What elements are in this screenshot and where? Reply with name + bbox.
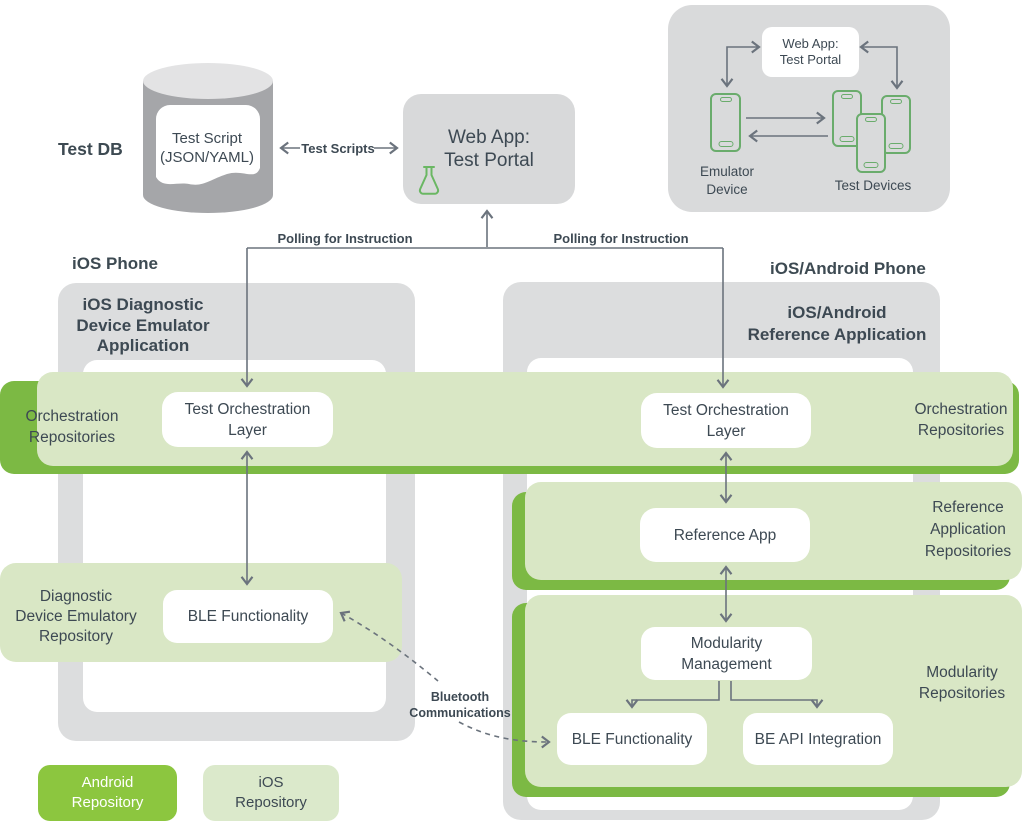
emulator-device-label: Emulator Device	[699, 164, 755, 197]
emulator-phone-icon	[710, 93, 741, 152]
node-test-orchestration-layer-right: Test Orchestration Layer	[641, 393, 811, 448]
node-modularity-management: Modularity Management	[641, 627, 812, 680]
phone-home-icon	[888, 143, 904, 149]
orchestration-left-label: Orchestration Repositories	[25, 408, 119, 446]
test-script-blob	[156, 105, 260, 185]
modularity-band-label: Modularity Repositories	[918, 664, 1006, 702]
legend-ios-repository: iOS Repository	[203, 765, 339, 821]
node-ble-functionality-left: BLE Functionality	[163, 590, 333, 643]
database-cylinder-icon	[143, 63, 273, 213]
node-test-orchestration-layer-left: Test Orchestration Layer	[162, 392, 333, 447]
reference-phone-title: iOS/Android Reference Application	[747, 303, 927, 344]
phone-notch-icon	[865, 117, 877, 122]
flask-icon	[418, 166, 440, 195]
phone-home-icon	[863, 162, 879, 168]
reference-band-label: Reference Application Repositories	[924, 499, 1012, 560]
phone-notch-icon	[841, 94, 853, 99]
phone-notch-icon	[890, 99, 902, 104]
cylinder-text: Test Script (JSON/YAML)	[160, 130, 254, 166]
web-app-test-portal-box: Web App: Test Portal	[403, 94, 575, 204]
phone-home-icon	[718, 141, 733, 147]
phone-home-icon	[839, 136, 855, 142]
polling-left-label: Polling for Instruction	[277, 231, 413, 246]
ios-phone-title: iOS Diagnostic Device Emulator Applicati…	[76, 295, 210, 355]
test-devices-label: Test Devices	[834, 178, 912, 193]
node-ble-functionality-right: BLE Functionality	[557, 713, 707, 765]
panel-web-app-box: Web App: Test Portal	[762, 27, 859, 77]
phone-notch-icon	[719, 97, 732, 102]
bluetooth-communications-label: Bluetooth Communications	[409, 690, 511, 720]
legend-android-repository: Android Repository	[38, 765, 177, 821]
node-reference-app: Reference App	[640, 508, 810, 562]
test-device-phone-icon-3	[856, 113, 886, 173]
node-be-api-integration: BE API Integration	[743, 713, 893, 765]
test-db-label: Test DB	[58, 139, 123, 159]
orchestration-right-label: Orchestration Repositories	[914, 401, 1008, 439]
diagnostic-band-label: Diagnostic Device Emulatory Repository	[15, 588, 137, 645]
ios-phone-section-label: iOS Phone	[72, 254, 158, 273]
test-scripts-arrow-label: Test Scripts	[301, 141, 375, 156]
android-phone-section-label: iOS/Android Phone	[770, 259, 926, 278]
polling-right-label: Polling for Instruction	[553, 231, 689, 246]
